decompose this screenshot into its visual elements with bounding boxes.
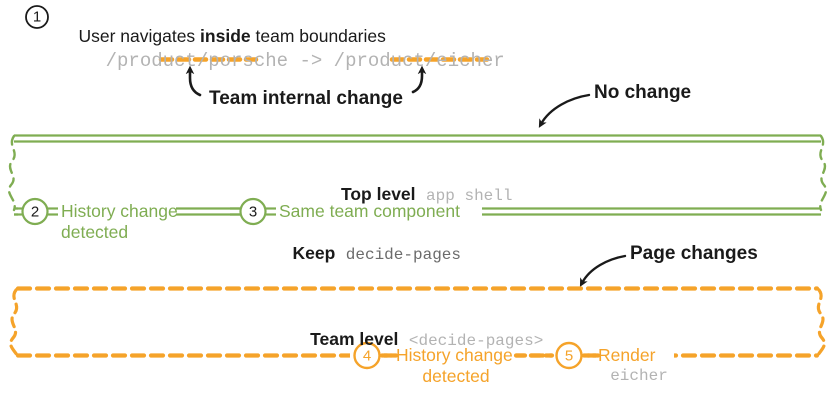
bottom-box-step-rail [350, 341, 674, 370]
route-to-path: /product/eicher [333, 50, 505, 72]
top-box-step-rail [14, 197, 482, 226]
step-2-label-line1: History change [61, 201, 178, 221]
route-arrow-icon [288, 50, 299, 72]
callout-team-internal-change-leader [185, 65, 427, 97]
callout-page-changes-leader [579, 254, 627, 287]
team-level-level-text: Team level [310, 329, 399, 349]
top-level-level-text: Top level [340, 184, 416, 204]
callout-no-change-leader [538, 93, 591, 128]
step-4-number: 4 [362, 347, 372, 364]
callout-no-change: No change [594, 82, 692, 103]
step-3-component-name: decide-pages [345, 246, 461, 264]
callout-team-internal-change: Team internal change [209, 88, 403, 109]
top-level-label: Top level app shell [322, 163, 513, 227]
top-level-component-value: app shell [426, 187, 513, 205]
step-4-label-line1: History change [396, 345, 513, 365]
route-change-line: /product/porsche -> /product/eicher [60, 28, 505, 94]
step-marker-5 [555, 341, 583, 370]
step-marker-2 [21, 197, 49, 226]
step-marker-1 [25, 5, 49, 29]
step-3-label-line1: Same team component [279, 201, 460, 221]
step-1-text-post: team boundaries [250, 26, 386, 46]
step-5-number: 5 [564, 347, 574, 364]
step-1-text-pre: User navigates [78, 26, 201, 46]
step-3-label-line2: Keep decide-pages [273, 222, 461, 286]
step-1-number: 1 [32, 8, 42, 26]
callout-page-changes: Page changes [630, 243, 758, 264]
step-4-label-line2: detected [422, 366, 490, 386]
team-level-label: Team level <decide-pages> [291, 308, 544, 372]
step-1-heading: User navigates inside team boundaries [59, 5, 386, 68]
step-5-label-line1: Render [598, 345, 656, 365]
step-1-text-strong: inside [200, 26, 251, 46]
route-spacer [322, 50, 333, 72]
step-3-number: 3 [248, 203, 258, 220]
team-level-component-name: <decide-pages> [408, 332, 544, 350]
route-arrow-glyph: -> [299, 50, 323, 72]
step-2-label-line2: detected [61, 222, 129, 242]
step-3-spacer [335, 245, 346, 265]
step-3-keep-text: Keep [292, 243, 336, 263]
step-marker-3 [239, 197, 267, 226]
route-from-path: /product/porsche [105, 50, 289, 72]
step-2-number: 2 [30, 203, 40, 220]
step-marker-4 [353, 341, 381, 370]
step-5-label-line2: eicher [610, 367, 668, 385]
